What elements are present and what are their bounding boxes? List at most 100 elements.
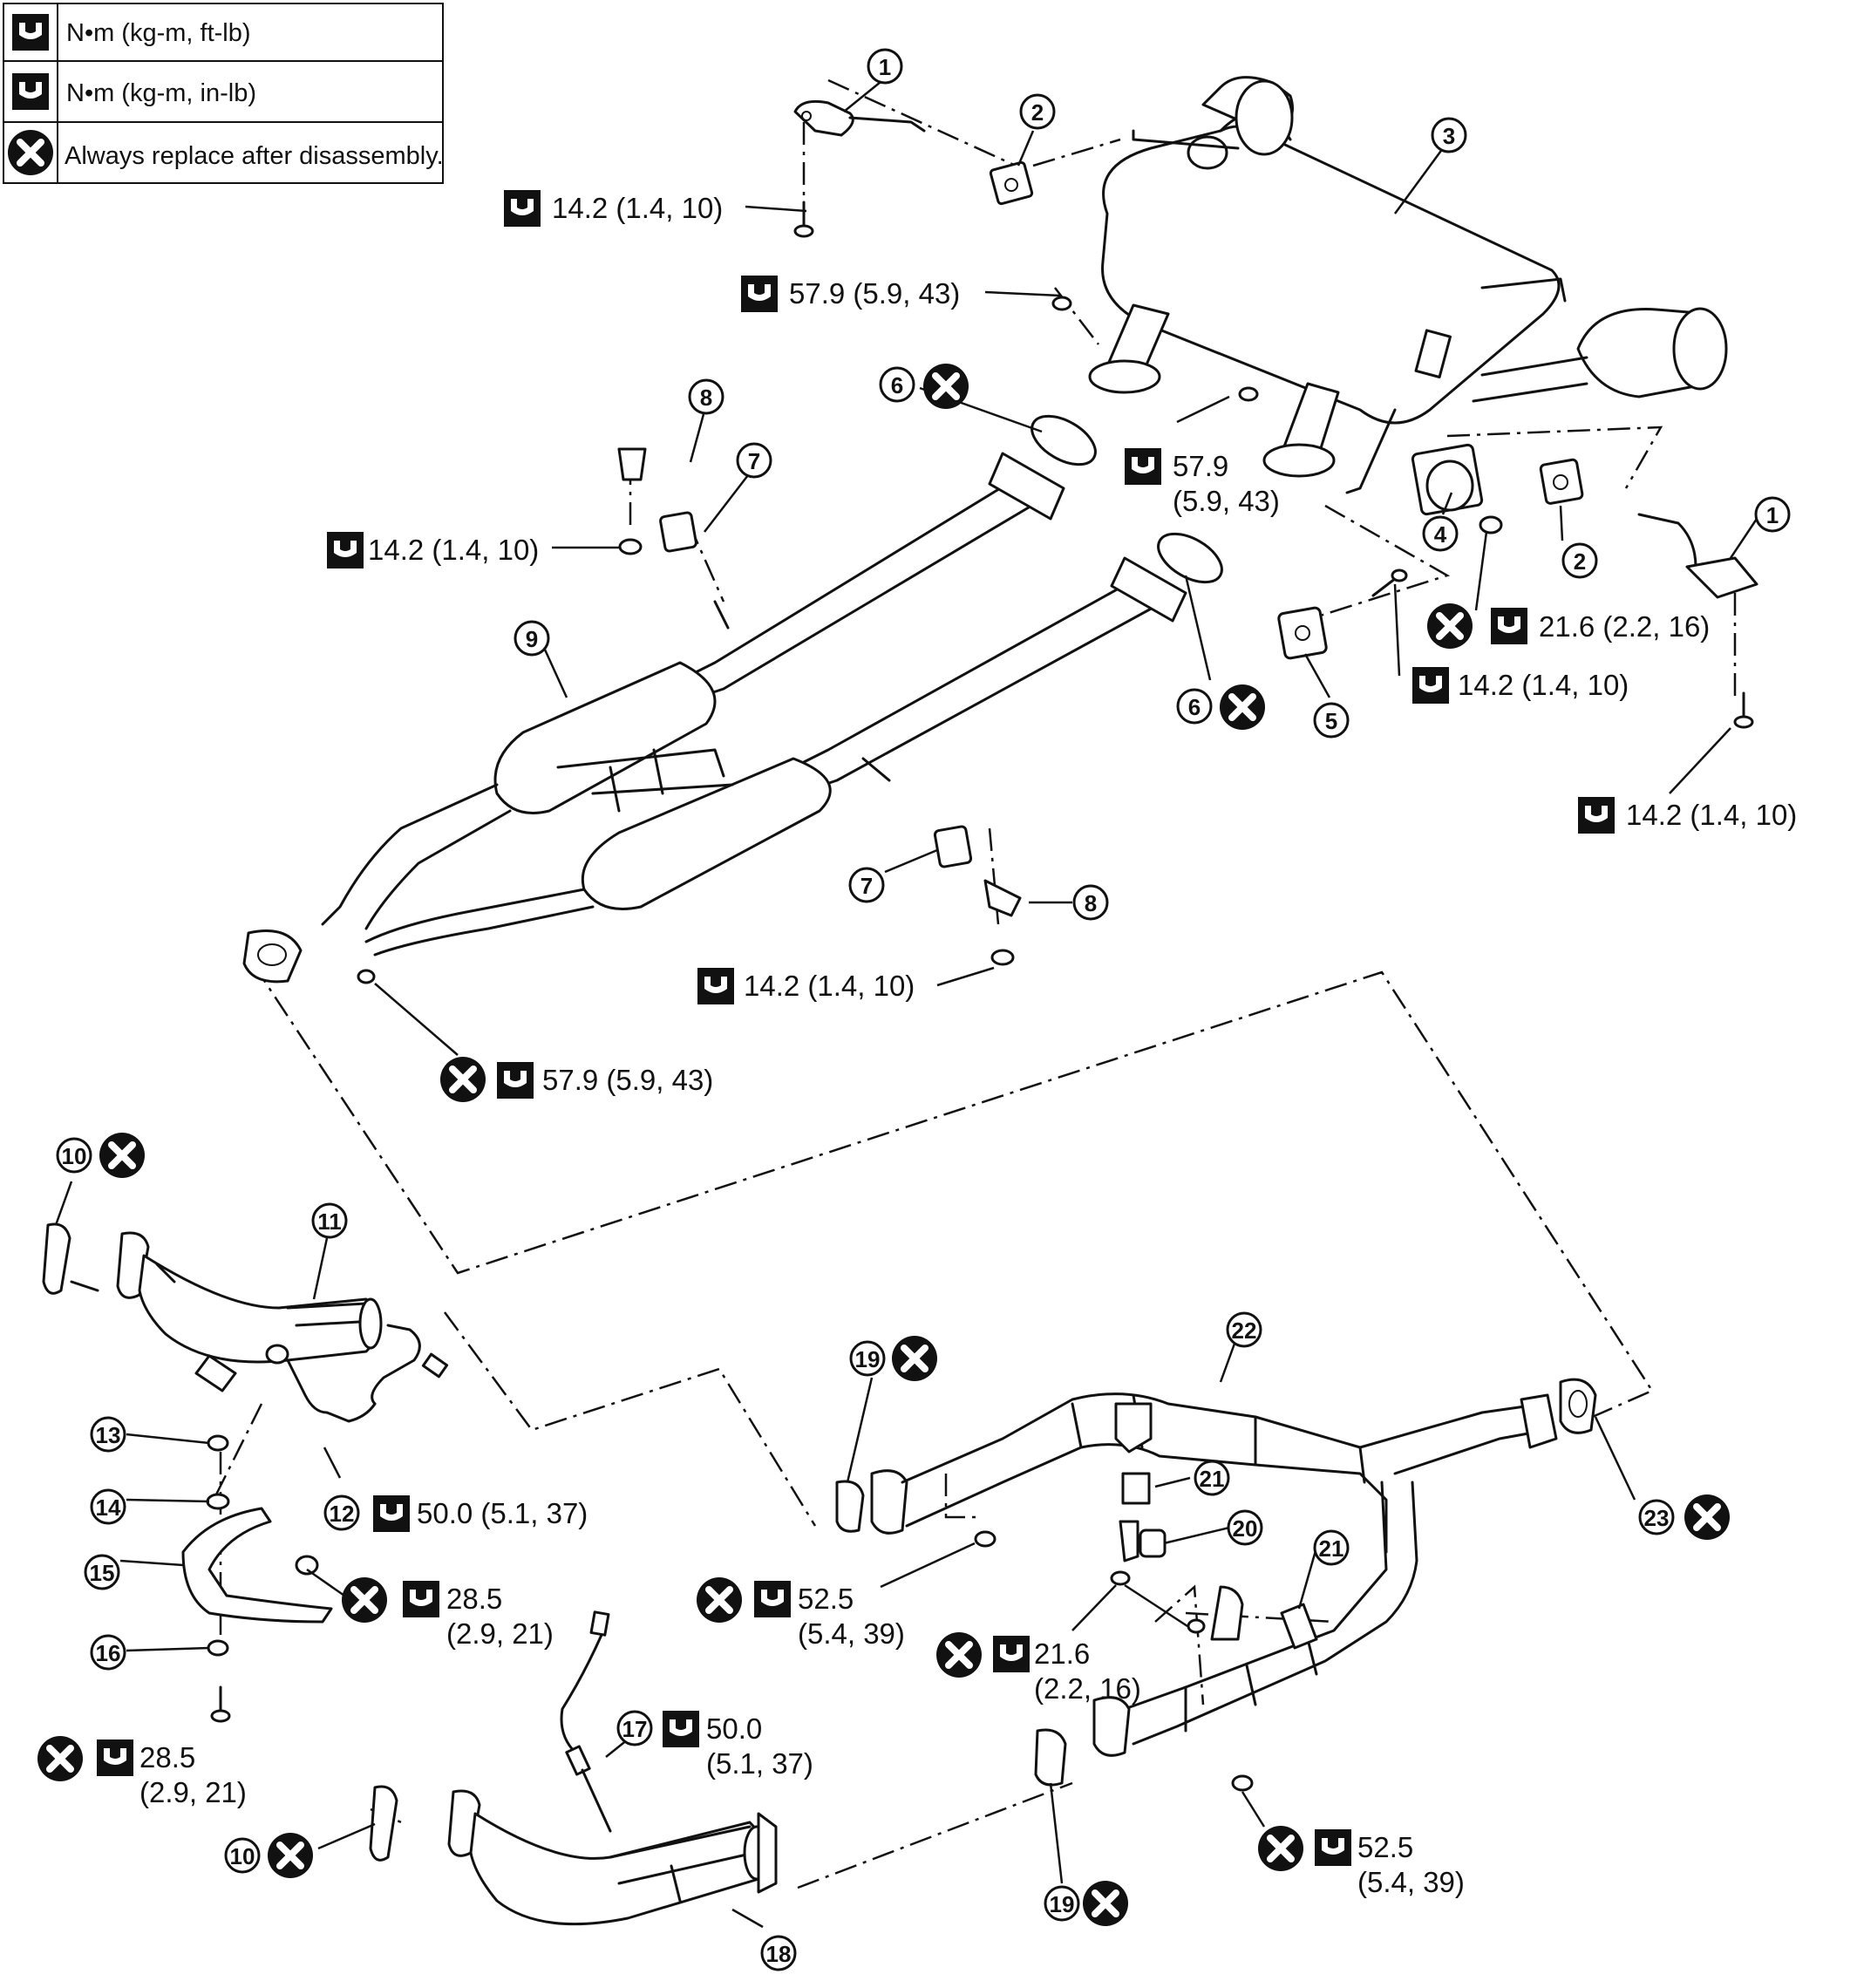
callout-8-lower: 8	[1072, 884, 1109, 921]
callout-19-lower: 19	[1044, 1885, 1080, 1922]
callout-9: 9	[514, 620, 550, 657]
torque-wrench-icon	[993, 1636, 1030, 1672]
leader-lines	[54, 81, 1758, 1929]
torque-spec-5: 21.6 (2.2, 16)	[1539, 610, 1710, 643]
callout-23: 23	[1638, 1499, 1675, 1535]
callout-21-lower: 21	[1313, 1529, 1350, 1566]
torque-spec-1: 14.2 (1.4, 10)	[552, 192, 723, 224]
torque-spec-16a: 52.5	[1357, 1831, 1413, 1863]
svg-text:4: 4	[1434, 521, 1447, 548]
replace-x-icon	[1220, 684, 1265, 730]
callout-7: 7	[736, 442, 772, 479]
callout-14: 14	[90, 1488, 126, 1525]
replace-x-icon	[1427, 603, 1473, 649]
torque-spec-15b: (5.1, 37)	[706, 1747, 813, 1780]
legend-box: N•m (kg-m, ft-lb) N•m (kg-m, in-lb) Alwa…	[3, 3, 444, 184]
svg-text:7: 7	[748, 448, 760, 474]
callout-6-lower: 6	[1176, 688, 1213, 725]
torque-wrench-icon	[663, 1711, 699, 1747]
replace-x-icon	[1258, 1826, 1303, 1871]
callout-6: 6	[879, 366, 915, 403]
callout-21: 21	[1194, 1460, 1230, 1496]
spec-icons	[37, 190, 1730, 1926]
assembly-lines	[212, 78, 1737, 1889]
callout-12: 12	[323, 1494, 360, 1531]
svg-text:14: 14	[96, 1494, 121, 1521]
replace-x-icon	[936, 1632, 982, 1678]
svg-text:18: 18	[766, 1941, 792, 1967]
replace-x-icon	[923, 364, 969, 409]
svg-text:2: 2	[1574, 548, 1586, 575]
rear-muffler	[1088, 76, 1728, 494]
svg-text:10: 10	[62, 1143, 87, 1169]
torque-wrench-icon	[741, 276, 778, 312]
torque-wrench-icon	[12, 73, 49, 110]
callout-3: 3	[1431, 117, 1467, 153]
callout-11: 11	[311, 1202, 348, 1239]
torque-wrench-icon	[373, 1495, 410, 1532]
torque-spec-12b: (5.4, 39)	[798, 1617, 905, 1650]
callout-7-lower: 7	[848, 867, 885, 903]
torque-spec-11b: (2.9, 21)	[446, 1617, 554, 1650]
callout-15: 15	[84, 1554, 120, 1590]
replace-x-icon	[268, 1833, 313, 1878]
torque-wrench-icon	[97, 1740, 133, 1776]
torque-spec-12a: 52.5	[798, 1583, 854, 1615]
callout-18: 18	[760, 1935, 797, 1971]
svg-text:21: 21	[1200, 1466, 1225, 1492]
torque-spec-4a: 57.9	[1173, 450, 1228, 482]
replace-x-icon	[8, 130, 53, 175]
svg-text:9: 9	[526, 626, 538, 652]
torque-spec-15a: 50.0	[706, 1712, 762, 1745]
callout-numbers: 1 2 3 6 8 7 4 2 1 9 6 5 7 8 10 11 13 14 …	[56, 48, 1791, 1971]
svg-text:20: 20	[1233, 1515, 1258, 1542]
callout-20: 20	[1227, 1509, 1263, 1546]
svg-text:1: 1	[879, 54, 891, 80]
torque-spec-2: 57.9 (5.9, 43)	[789, 277, 960, 310]
svg-text:8: 8	[700, 385, 712, 411]
callout-5: 5	[1313, 702, 1350, 739]
torque-wrench-icon	[1125, 448, 1161, 485]
torque-spec-9: 57.9 (5.9, 43)	[542, 1064, 713, 1096]
torque-wrench-icon	[1412, 667, 1449, 704]
replace-x-icon	[892, 1336, 937, 1381]
svg-text:22: 22	[1232, 1317, 1257, 1344]
svg-text:8: 8	[1085, 890, 1097, 916]
torque-spec-7: 14.2 (1.4, 10)	[1626, 799, 1797, 831]
svg-text:1: 1	[1766, 502, 1779, 528]
center-muffler-assembly	[242, 414, 1223, 984]
torque-wrench-icon	[12, 14, 49, 51]
replace-x-icon	[99, 1133, 145, 1178]
svg-text:10: 10	[230, 1843, 255, 1869]
front-tube-assemblies	[42, 1222, 778, 1926]
svg-text:2: 2	[1031, 99, 1044, 126]
svg-text:6: 6	[891, 372, 903, 398]
svg-text:15: 15	[90, 1560, 115, 1586]
svg-text:12: 12	[330, 1501, 355, 1527]
replace-x-icon	[1684, 1494, 1730, 1540]
replace-x-icon	[440, 1057, 486, 1102]
callout-19: 19	[849, 1340, 886, 1377]
svg-text:6: 6	[1188, 694, 1201, 720]
callout-16: 16	[90, 1634, 126, 1671]
torque-spec-8: 14.2 (1.4, 10)	[744, 970, 915, 1002]
callout-13: 13	[90, 1416, 126, 1453]
svg-text:16: 16	[96, 1640, 121, 1666]
svg-text:5: 5	[1325, 708, 1337, 734]
callout-2-right: 2	[1561, 542, 1598, 579]
callout-1: 1	[867, 48, 903, 85]
torque-wrench-icon	[754, 1581, 791, 1617]
torque-wrench-icon	[1578, 797, 1615, 834]
callout-1-right: 1	[1754, 496, 1791, 533]
torque-wrench-icon	[497, 1062, 534, 1099]
svg-text:3: 3	[1443, 123, 1455, 149]
callout-2: 2	[1019, 93, 1056, 130]
legend-in-lb: N•m (kg-m, in-lb)	[66, 79, 256, 107]
legend-replace: Always replace after disassembly.	[65, 142, 444, 170]
torque-spec-14a: 28.5	[139, 1741, 195, 1774]
torque-spec-3: 14.2 (1.4, 10)	[368, 534, 539, 566]
legend-ft-lb: N•m (kg-m, ft-lb)	[66, 19, 251, 47]
muffler-mount-parts	[793, 99, 1758, 729]
svg-text:23: 23	[1644, 1505, 1670, 1531]
